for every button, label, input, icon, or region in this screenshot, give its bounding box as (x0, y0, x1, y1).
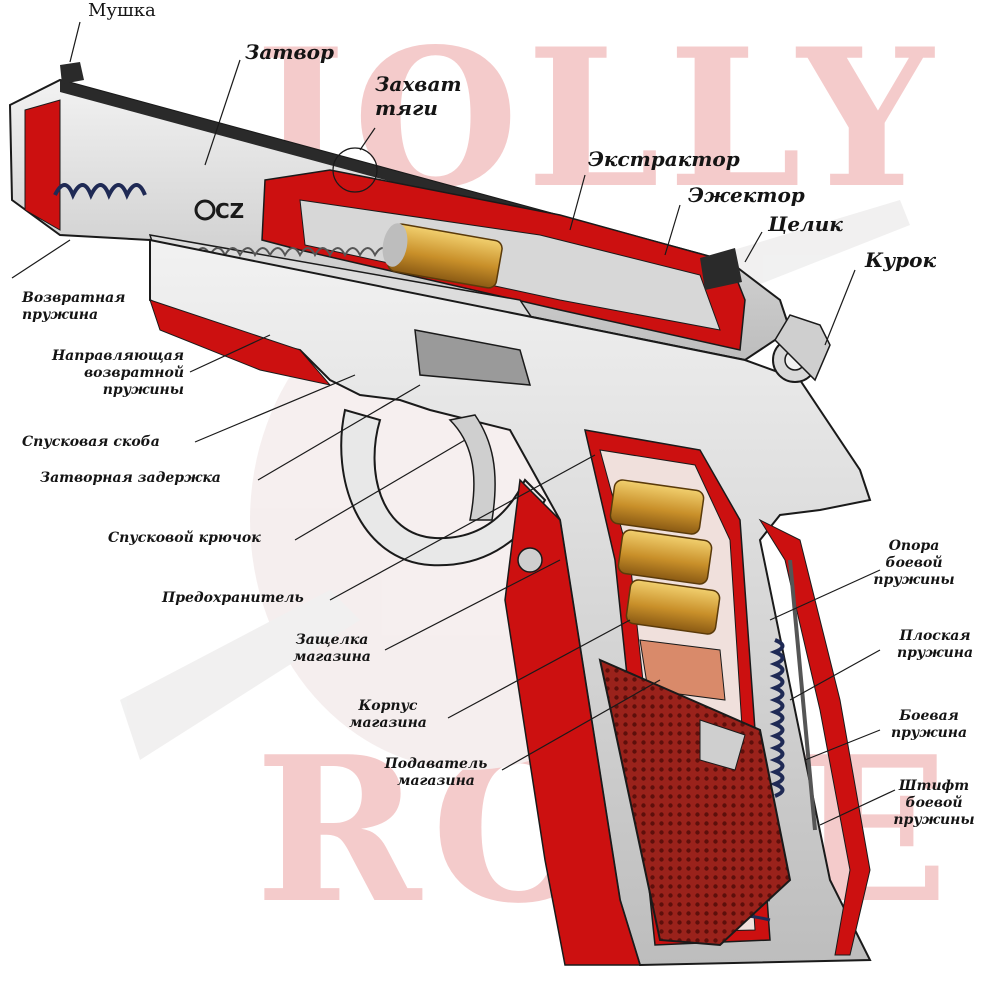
label-zashchelka-line1: Защелка (295, 632, 369, 648)
label-shtift-line1: Штифт (898, 778, 970, 794)
label-zahvat-line1: Захват (375, 72, 462, 96)
leader-vozvratnaya (11, 239, 71, 279)
label-ploskaya-pruzhina: Плоская пружина (880, 628, 990, 662)
label-ploskaya-line1: Плоская (899, 628, 971, 644)
label-korpus-magazina: Корпус магазина (338, 698, 438, 732)
label-shtift-boevoy-pruzhiny: Штифт боевой пружины (880, 778, 988, 828)
label-predohranitel: Предохранитель (162, 590, 304, 606)
label-ezhektor: Эжектор (688, 183, 805, 207)
label-opora-boevoy-pruzhiny: Опора боевой пружины (858, 538, 970, 588)
leader-ploskaya (789, 649, 881, 701)
leader-tselik (744, 231, 763, 263)
label-shtift-line3: пружины (893, 811, 975, 828)
leader-zaderzhka (257, 384, 421, 481)
label-napravl-line3: пружины (102, 381, 184, 398)
label-shtift-line2: боевой (905, 794, 963, 811)
label-tselik: Целик (768, 212, 843, 236)
watermark-rifle (120, 590, 360, 760)
leader-kryuchok (294, 439, 466, 541)
label-zashchelka-line2: магазина (293, 648, 371, 665)
label-spuskovaya-skoba: Спусковая скоба (22, 434, 160, 450)
leader-skoba (194, 374, 356, 443)
grip-panel (504, 478, 792, 966)
hammer-artwork (772, 314, 831, 383)
label-korpus-line1: Корпус (358, 698, 418, 714)
label-vozvratnaya-line1: Возвратная (22, 290, 126, 306)
label-boevaya-line1: Боевая (899, 708, 959, 724)
recoil-spring-artwork (53, 183, 147, 200)
leader-mushka (69, 21, 81, 63)
label-opora-line2: боевой (885, 554, 943, 571)
label-zatvornaya-zaderzhka: Затворная задержка (40, 470, 221, 486)
leader-podavatel (501, 679, 661, 771)
label-napravlyayushchaya: Направляющая возвратной пружины (22, 348, 184, 398)
leader-zahvat (359, 127, 376, 151)
label-opora-line1: Опора (888, 538, 940, 554)
leader-ezhektor (664, 204, 681, 256)
svg-text:CZ: CZ (215, 199, 244, 223)
label-napravl-line1: Направляющая (51, 348, 184, 364)
label-zashchelka-magazina: Защелка магазина (282, 632, 382, 666)
label-napravl-line2: возвратной (83, 364, 184, 381)
label-spuskovoy-kryuchok: Спусковой крючок (108, 530, 261, 546)
label-kurok: Курок (865, 248, 937, 272)
leader-lines (11, 21, 896, 826)
label-vozvratnaya-line2: пружина (22, 306, 99, 323)
label-opora-line3: пружины (873, 571, 955, 588)
label-zahvat-tyagi: Захват тяги (375, 72, 462, 120)
label-boevaya-line2: пружина (890, 724, 968, 741)
leader-zahvat-circle (332, 147, 378, 193)
label-podavatel-line2: магазина (397, 772, 475, 789)
label-korpus-line2: магазина (349, 714, 427, 731)
leader-ekstraktor (569, 174, 586, 231)
leader-kurok (824, 269, 856, 346)
leader-korpus (447, 619, 631, 719)
label-vozvratnaya-pruzhina: Возвратная пружина (22, 290, 125, 324)
leader-opora (769, 569, 881, 621)
leader-boevaya (804, 729, 881, 761)
watermark-rifle-2 (700, 200, 910, 300)
label-ploskaya-line2: пружина (896, 644, 974, 661)
label-zatvor: Затвор (245, 40, 335, 64)
label-zahvat-line2: тяги (375, 96, 438, 120)
slide: CZ (8, 62, 792, 362)
label-boevaya-pruzhina: Боевая пружина (876, 708, 982, 742)
leader-predohr (329, 454, 596, 601)
leader-shtift (819, 789, 896, 826)
label-mushka: Мушка (88, 0, 156, 21)
leader-zashchelka (384, 559, 561, 651)
leader-napravl (189, 334, 271, 373)
leader-zatvor (204, 59, 241, 166)
label-ekstraktor: Экстрактор (588, 147, 740, 171)
label-podavatel-magazina: Подаватель магазина (372, 756, 500, 790)
label-podavatel-line1: Подаватель (384, 756, 488, 772)
